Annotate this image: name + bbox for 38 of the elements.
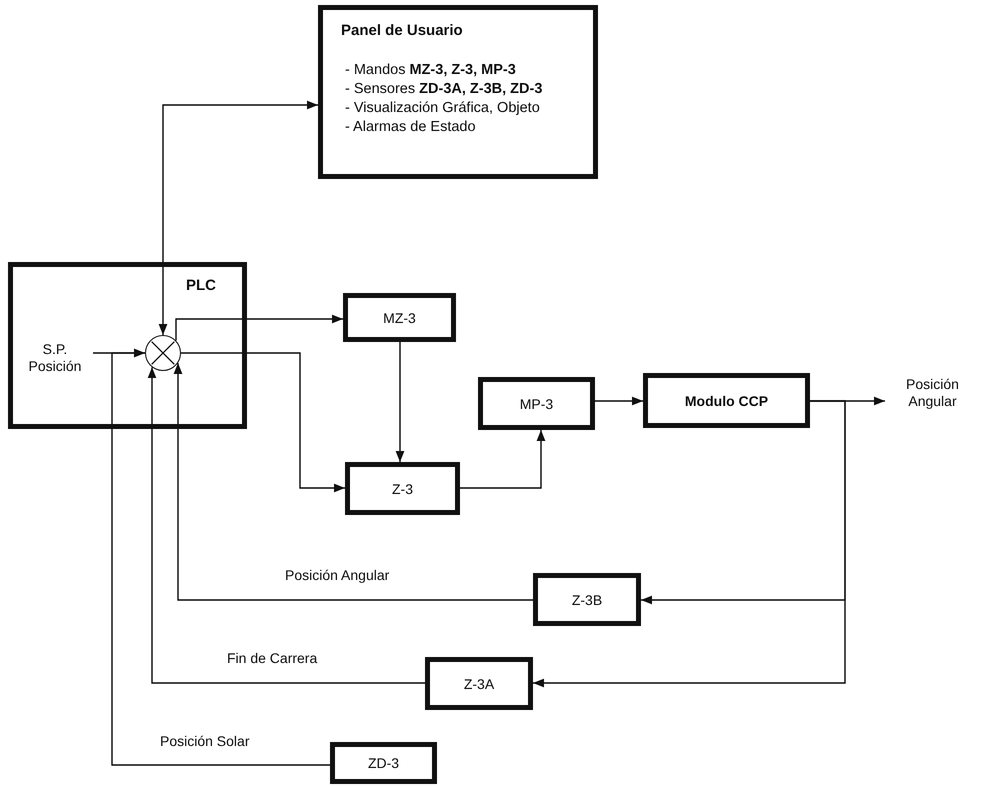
block-box: [643, 373, 810, 428]
block-label: Z-3B: [572, 592, 602, 608]
panel-box: [318, 5, 598, 179]
list-item: - Alarmas de Estado: [344, 118, 476, 137]
plc-box: [8, 262, 247, 429]
arrow: [158, 100, 318, 335]
arrow: [533, 400, 846, 688]
block-box: [533, 573, 641, 626]
edge-label: Posición Angular: [283, 567, 392, 583]
arrow: [460, 430, 546, 489]
block-label: MP-3: [520, 396, 554, 412]
block-label: Modulo CCP: [684, 392, 768, 408]
arrow: [174, 362, 533, 601]
block-box: [343, 293, 456, 342]
block-label: ZD-3: [368, 755, 400, 771]
edge-label: Fin de Carrera: [225, 650, 320, 666]
list-item: - Sensores ZD-3A, Z-3B, ZD-3: [344, 80, 542, 99]
block-box: [330, 742, 437, 784]
list-item: - Mandos MZ-3, Z-3, MP-3: [344, 61, 516, 80]
summing-junction: [145, 335, 181, 371]
arrow: [111, 348, 330, 766]
arrow: [396, 342, 404, 462]
block-label: MZ-3: [383, 310, 416, 326]
block-box: [345, 462, 460, 515]
block-label: Z-3: [392, 480, 413, 496]
block-label: Z-3A: [464, 676, 494, 692]
arrow: [148, 367, 425, 684]
edge-label: Posición Solar: [158, 733, 252, 749]
arrow: [181, 352, 345, 492]
panel-title: Panel de Usuario: [341, 22, 463, 39]
input-label: S.P. Posición: [17, 341, 93, 377]
arrow: [175, 314, 343, 341]
block-box: [425, 657, 533, 710]
list-item: - Visualización Gráfica, Objeto: [344, 99, 540, 118]
block-box: [478, 377, 595, 430]
output-label: Posición Angular: [885, 376, 980, 412]
arrow: [595, 396, 643, 406]
block-title: PLC: [186, 277, 216, 294]
